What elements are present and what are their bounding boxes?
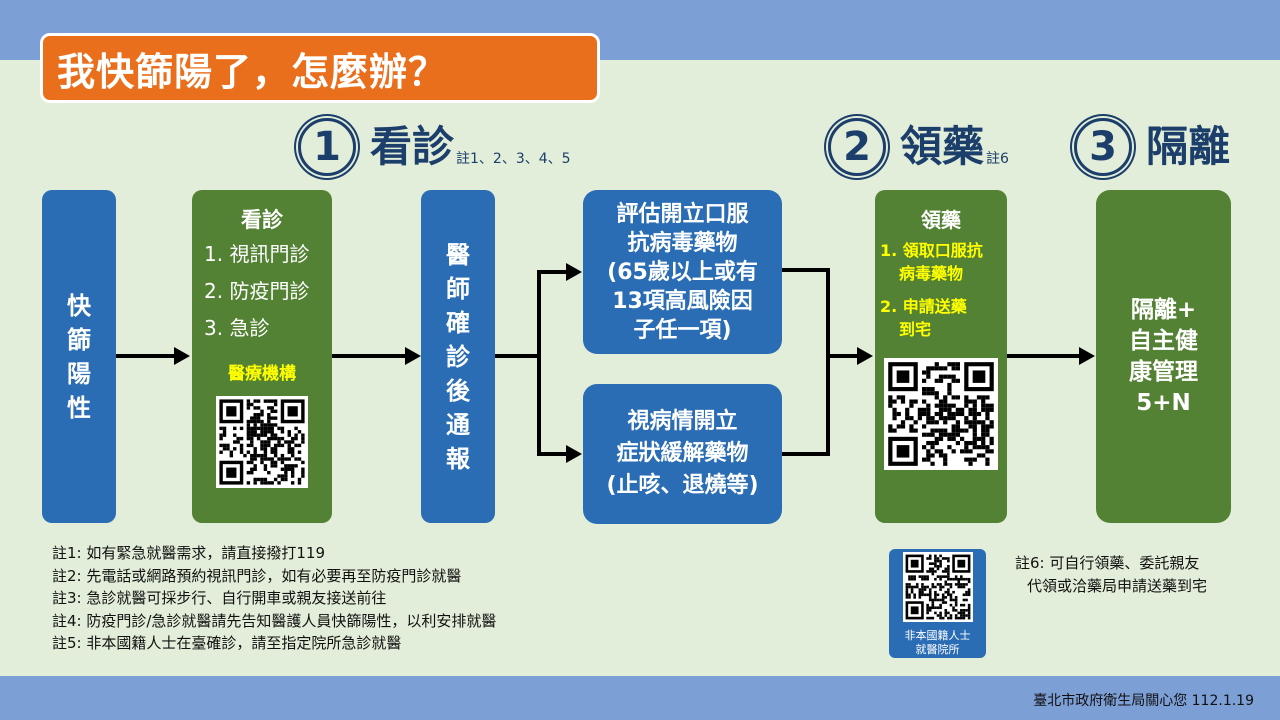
doctor-char: 診	[446, 342, 470, 371]
symptom-line: 視病情開立	[627, 409, 738, 434]
positive-char: 快	[67, 291, 91, 320]
antiviral-line: 子任一項)	[633, 317, 732, 343]
positive-char: 性	[67, 393, 91, 422]
visit-option: 2. 防疫門診	[204, 279, 310, 303]
step-1-header: 1 看診 註1、2、3、4、5	[298, 118, 571, 176]
step-3-header: 3 隔離	[1074, 118, 1230, 176]
medicine-option-1: 1. 領取口服抗	[880, 241, 983, 260]
isolation-line: 康管理	[1129, 358, 1198, 385]
medicine-delivery-qr-code[interactable]	[884, 358, 998, 470]
bottom-banner	[0, 676, 1280, 720]
footnote: 註2: 先電話或網路預約視訊門診，如有必要再至防疫門診就醫	[52, 566, 462, 585]
visit-option: 3. 急診	[204, 316, 270, 340]
positive-char: 陽	[67, 359, 91, 388]
arrow-line	[116, 354, 176, 358]
footer-credit: 臺北市政府衛生局關心您 112.1.19	[1033, 693, 1254, 709]
visit-box: 看診 1. 視訊門診 2. 防疫門診 3. 急診 醫療機構	[192, 190, 332, 523]
medicine-box: 領藥 1. 領取口服抗 病毒藥物 2. 申請送藥 到宅	[875, 190, 1007, 523]
isolation-line: 隔離+	[1130, 296, 1197, 323]
arrow-head	[405, 347, 421, 365]
foreign-qr-label: 就醫院所	[915, 643, 960, 656]
footnote: 註5: 非本國籍人士在臺確診，請至指定院所急診就醫	[52, 634, 402, 652]
visit-box-title: 看診	[241, 208, 283, 232]
positive-test-box: 快 篩 陽 性	[42, 190, 116, 523]
foreign-resident-qr-code[interactable]	[903, 552, 973, 622]
arrow-head	[857, 347, 873, 365]
footnote-6-line: 代領或洽藥局申請送藥到宅	[1027, 576, 1208, 595]
footnotes: 註1: 如有緊急就醫需求，請直接撥打119 註2: 先電話或網路預約視訊門診，如…	[52, 542, 496, 655]
arrow-head	[566, 445, 582, 463]
doctor-char: 通	[446, 410, 470, 439]
merge-top-line	[782, 268, 830, 272]
arrow-head	[1079, 347, 1095, 365]
medicine-option-2-cont: 到宅	[899, 320, 932, 339]
isolation-line: 5+N	[1136, 389, 1191, 416]
symptom-relief-box: 視病情開立 症狀緩解藥物 (止咳、退燒等)	[583, 384, 782, 524]
footnote: 註4: 防疫門診/急診就醫請先告知醫護人員快篩陽性，以利安排就醫	[52, 611, 497, 630]
doctor-report-box: 醫 師 確 診 後 通 報	[421, 190, 495, 523]
foreign-qr-label: 非本國籍人士	[904, 629, 971, 642]
step-2-number: 2	[828, 118, 886, 176]
antiviral-line: 抗病毒藥物	[627, 230, 738, 256]
arrow-head	[174, 347, 190, 365]
doctor-char: 確	[446, 308, 470, 337]
medicine-option-2: 2. 申請送藥	[880, 297, 967, 316]
branch-top-line	[537, 270, 567, 274]
doctor-char: 師	[446, 274, 470, 303]
merge-bottom-line	[782, 452, 830, 456]
branch-bottom-line	[537, 452, 567, 456]
page-title: 我快篩陽了，怎麼辦？	[40, 33, 600, 103]
arrow-head	[566, 263, 582, 281]
antiviral-box: 評估開立口服 抗病毒藥物 (65歲以上或有 13項高風險因 子任一項)	[583, 190, 782, 354]
footnote-6: 註6: 可自行領藥、委託親友 代領或洽藥局申請送藥到宅	[1015, 552, 1207, 597]
footnote: 註3: 急診就醫可採步行、自行開車或親友接送前往	[52, 589, 387, 607]
arrow-line	[826, 354, 858, 358]
doctor-char: 後	[446, 376, 470, 405]
symptom-line: (止咳、退燒等)	[606, 473, 759, 498]
merge-vertical-line	[826, 268, 830, 456]
doctor-char: 報	[446, 444, 470, 473]
medicine-box-title: 領藥	[921, 208, 961, 232]
step-3-number: 3	[1074, 118, 1132, 176]
antiviral-line: (65歲以上或有	[607, 259, 758, 285]
positive-char: 篩	[67, 325, 91, 354]
visit-option: 1. 視訊門診	[204, 242, 310, 266]
branch-vertical-line	[537, 270, 541, 454]
step-1-name: 看診	[370, 122, 455, 171]
medical-institution-label: 醫療機構	[228, 364, 296, 384]
medicine-option-1-cont: 病毒藥物	[899, 264, 964, 283]
footnote: 註1: 如有緊急就醫需求，請直接撥打119	[52, 544, 325, 562]
doctor-char: 醫	[446, 240, 470, 269]
step-1-number: 1	[298, 118, 356, 176]
branch-line	[495, 354, 539, 358]
isolation-box: 隔離+ 自主健 康管理 5+N	[1096, 190, 1231, 523]
step-2-name: 領藥	[900, 122, 985, 171]
step-1-note: 註1、2、3、4、5	[456, 151, 571, 167]
arrow-line	[1007, 354, 1081, 358]
antiviral-line: 評估開立口服	[616, 201, 749, 227]
step-3-name: 隔離	[1146, 122, 1231, 171]
medical-institution-qr-code[interactable]	[216, 396, 308, 488]
step-2-note: 註6	[986, 151, 1009, 167]
isolation-line: 自主健	[1129, 327, 1198, 354]
step-2-header: 2 領藥 註6	[828, 118, 1009, 176]
arrow-line	[332, 354, 407, 358]
antiviral-line: 13項高風險因	[612, 288, 753, 314]
footnote-6-line: 註6: 可自行領藥、委託親友	[1015, 554, 1200, 572]
symptom-line: 症狀緩解藥物	[616, 441, 749, 466]
